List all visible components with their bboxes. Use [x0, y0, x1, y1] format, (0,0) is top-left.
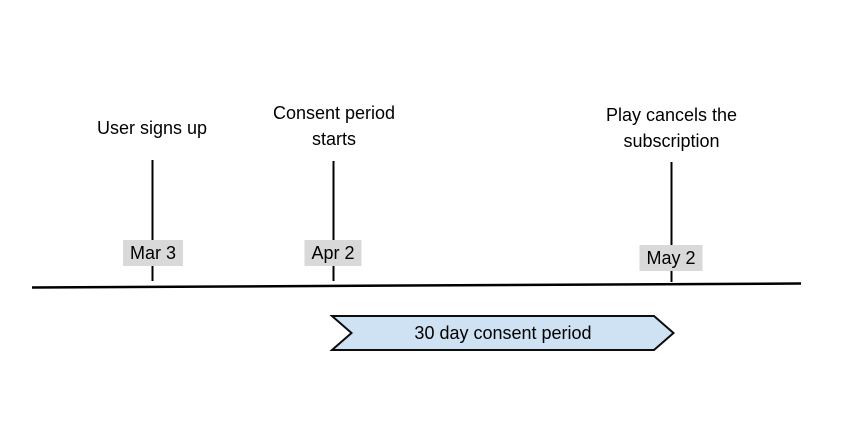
timeline-axis-line	[31, 282, 802, 289]
event-label-user-signs-up: User signs up	[96, 118, 208, 138]
date-badge-apr2: Apr 2	[304, 240, 362, 266]
date-badge-may2: May 2	[639, 245, 703, 271]
consent-period-banner-shape	[329, 315, 676, 351]
event-label-play-cancels-subscription: Play cancels the subscription	[605, 105, 738, 151]
date-badge-mar3: Mar 3	[122, 240, 184, 266]
consent-period-banner-label: 30 day consent period	[414, 323, 592, 343]
event-label-consent-period-starts: Consent period starts	[272, 103, 396, 149]
